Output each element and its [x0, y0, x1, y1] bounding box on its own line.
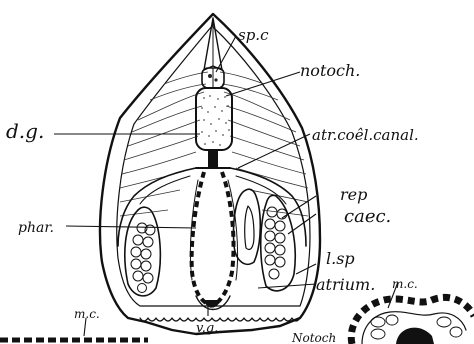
label-notoch-bottom: Notoch [291, 331, 336, 344]
label-atrium: atrium. [316, 275, 375, 294]
gonad-right [261, 195, 295, 291]
notochord [196, 88, 232, 150]
label-caec: caec. [344, 206, 391, 227]
pharynx [190, 172, 237, 306]
dorsal-stem [196, 150, 230, 168]
labels: sp.c notoch. d.g. atr.coêl.canal. rep ca… [6, 26, 419, 344]
label-rep: rep [340, 185, 367, 204]
muscle-hatching [120, 72, 308, 216]
label-l-sp: l.sp [326, 249, 355, 268]
label-phar: phar. [18, 220, 54, 236]
label-m-c-right: m.c. [392, 277, 418, 291]
label-sp-c: sp.c [238, 26, 269, 44]
label-notoch: notoch. [300, 61, 360, 80]
label-m-c-left: m.c. [74, 307, 100, 321]
label-v-g: v.g. [196, 321, 218, 336]
detail-right [351, 297, 474, 344]
detail-left [0, 318, 148, 340]
label-atr-coel-canal: atr.coêl.canal. [312, 126, 419, 144]
dorsal-fin [204, 18, 222, 70]
gonad-left [125, 207, 161, 296]
spinal-cord [202, 68, 224, 88]
label-d-g: d.g. [6, 119, 44, 143]
